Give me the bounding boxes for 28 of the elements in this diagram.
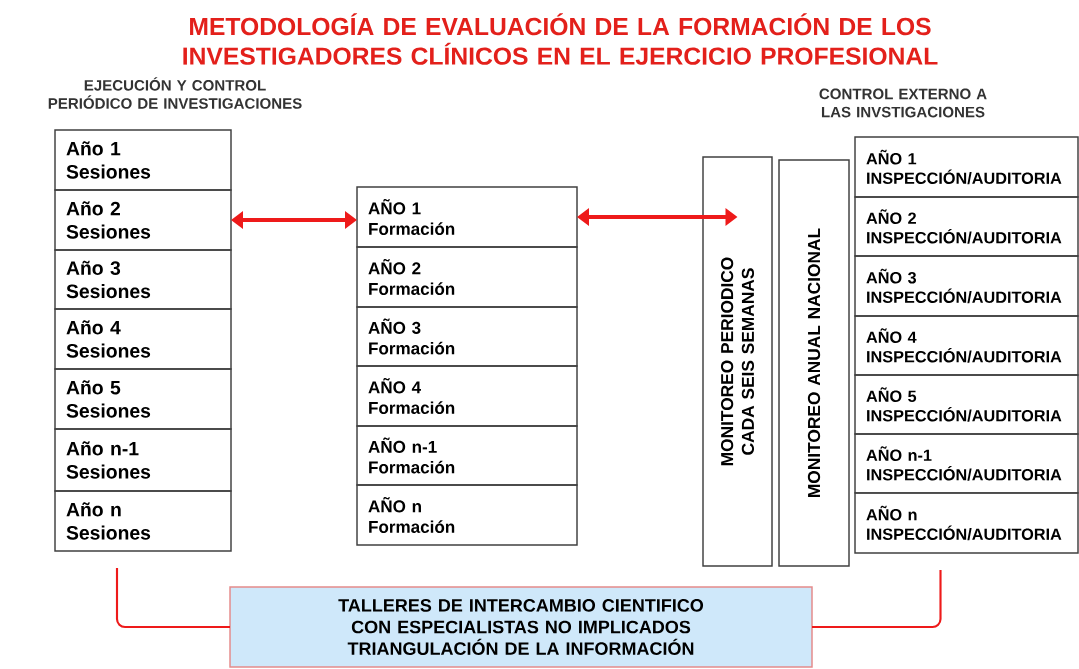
section-heading: CONTROL EXTERNO A LAS INVSTIGACIONES — [819, 88, 987, 118]
inspection-cell: AÑO 2 INSPECCIÓN/AUDITORIA — [854, 196, 1079, 257]
inspection-cell: AÑO n INSPECCIÓN/AUDITORIA — [854, 492, 1079, 554]
training-cell: AÑO n Formación — [356, 484, 578, 546]
inspection-cell: AÑO 5 INSPECCIÓN/AUDITORIA — [854, 374, 1079, 435]
session-cell: Año 5 Sesiones — [54, 368, 232, 430]
monitoring-box: MONITOREO ANUAL NACIONAL — [778, 159, 850, 567]
session-cell: Año 3 Sesiones — [54, 249, 232, 310]
inspection-cell: AÑO 1 INSPECCIÓN/AUDITORIA — [854, 136, 1079, 198]
training-cell: AÑO n-1 Formación — [356, 425, 578, 486]
inspection-cell: AÑO 3 INSPECCIÓN/AUDITORIA — [854, 255, 1079, 317]
inspection-cell: AÑO 4 INSPECCIÓN/AUDITORIA — [854, 315, 1079, 376]
session-cell: Año n-1 Sesiones — [54, 428, 232, 492]
training-cell: AÑO 1 Formación — [356, 186, 578, 248]
training-cell: AÑO 2 Formación — [356, 246, 578, 308]
bracket-line — [812, 570, 942, 629]
training-cell: AÑO 4 Formación — [356, 365, 578, 427]
training-cell: AÑO 3 Formación — [356, 306, 578, 367]
session-cell: Año 4 Sesiones — [54, 308, 232, 370]
workshop-box: TALLERES DE INTERCAMBIO CIENTIFICO CON ESPECIALISTAS NO IMPLICADOS TRIANGULACIÓN DE LA INFORMACIÓN — [229, 586, 813, 668]
monitoring-box: MONITOREO PERIODICO CADA SEIS SEMANAS — [702, 156, 773, 567]
inspection-cell: AÑO n-1 INSPECCIÓN/AUDITORIA — [854, 433, 1079, 494]
section-heading: EJECUCIÓN Y CONTROL PERIÓDICO DE INVESTIGACIONES — [48, 77, 302, 109]
bracket-line — [115, 568, 230, 629]
title: METODOLOGÍA DE EVALUACIÓN DE LA FORMACIÓN DE LOS INVESTIGADORES CLÍNICOS EN EL EJERCICIO PROFESIONAL — [183, 13, 938, 65]
session-cell: Año 1 Sesiones — [54, 129, 232, 191]
session-cell: Año 2 Sesiones — [54, 189, 232, 251]
session-cell: Año n Sesiones — [54, 490, 232, 552]
